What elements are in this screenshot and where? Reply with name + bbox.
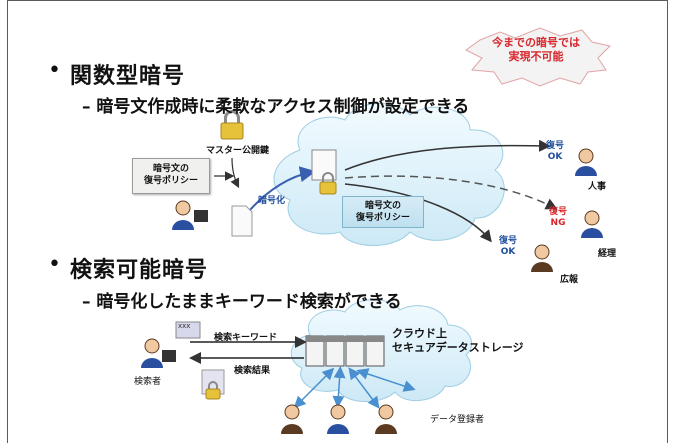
search-doc-text: xxx [178,322,191,330]
storage-link-4 [356,368,416,392]
master-key-arrow [230,157,240,189]
keyword-label: 検索キーワード [214,333,278,343]
callout-line1: 今までの暗号では [492,36,580,49]
cloud-policy-line2: 復号ポリシー [355,213,410,223]
cipher-lock-icon [319,172,337,195]
accounting-status-line1: 復号 [549,207,568,217]
callout-text: 今までの暗号では 実現不可能 [478,36,594,64]
pr-status-line1: 復号 [499,236,518,246]
bullet-1: • [48,58,61,83]
to-hr-arrow [344,139,551,171]
hr-status-line1: 復号 [546,141,565,151]
section2-title: 検索可能暗号 [70,258,209,283]
callout-burst [465,27,611,87]
searcher-person-icon [141,338,176,368]
search-document-icon [175,321,201,339]
policy-scroll: 暗号文の 復号ポリシー [132,158,210,194]
storage-label: クラウド上 セキュアデータストレージ [392,327,524,355]
pr-status-line2: OK [500,247,516,257]
plain-document-icon [231,205,253,237]
encrypt-label: 暗号化 [258,196,286,206]
encryptor-person-icon [172,200,208,230]
hr-person-icon [575,148,597,176]
policy-scroll-line2: 復号ポリシー [143,176,198,186]
accounting-role-label: 経理 [598,249,617,259]
result-lock-icon [205,381,221,400]
searcher-label: 検索者 [134,377,162,387]
storage-servers-icon [305,335,385,367]
registrant-person-2-icon [327,404,349,434]
registrant-person-3-icon [375,404,397,434]
accounting-status-line2: NG [550,218,566,228]
encrypt-arrow [249,166,316,211]
accounting-status: 復号 NG [549,207,567,229]
policy-scroll-line1: 暗号文の [152,164,189,174]
section2-subtitle: – 暗号化したままキーワード検索ができる [82,292,402,312]
registrant-label: データ登録者 [430,415,485,425]
storage-label-line2: セキュアデータストレージ [392,341,524,354]
to-pr-arrow [344,183,492,243]
section1-title: 関数型暗号 [70,64,186,89]
bullet-2: • [48,252,61,277]
hr-status: 復号 OK [546,141,564,163]
callout-line2: 実現不可能 [508,50,564,63]
to-accounting-arrow [344,175,558,210]
section1-subtitle: – 暗号文作成時に柔軟なアクセス制御が設定できる [82,97,470,117]
hr-status-line2: OK [547,152,563,162]
hr-role-label: 人事 [588,182,607,192]
master-key-lock-icon [220,110,244,140]
storage-link-1 [293,367,335,409]
registrant-person-1-icon [281,404,303,434]
cloud-policy-scroll: 暗号文の 復号ポリシー [342,196,424,228]
storage-link-2 [332,366,346,408]
pr-status: 復号 OK [499,236,517,258]
cloud-policy-line1: 暗号文の [364,201,401,211]
pr-person-icon [531,244,553,272]
pr-role-label: 広報 [560,275,579,285]
storage-label-line1: クラウド上 [392,327,447,340]
master-key-label: マスター公開鍵 [206,146,270,156]
result-label: 検索結果 [234,366,271,376]
accounting-person-icon [581,210,603,238]
